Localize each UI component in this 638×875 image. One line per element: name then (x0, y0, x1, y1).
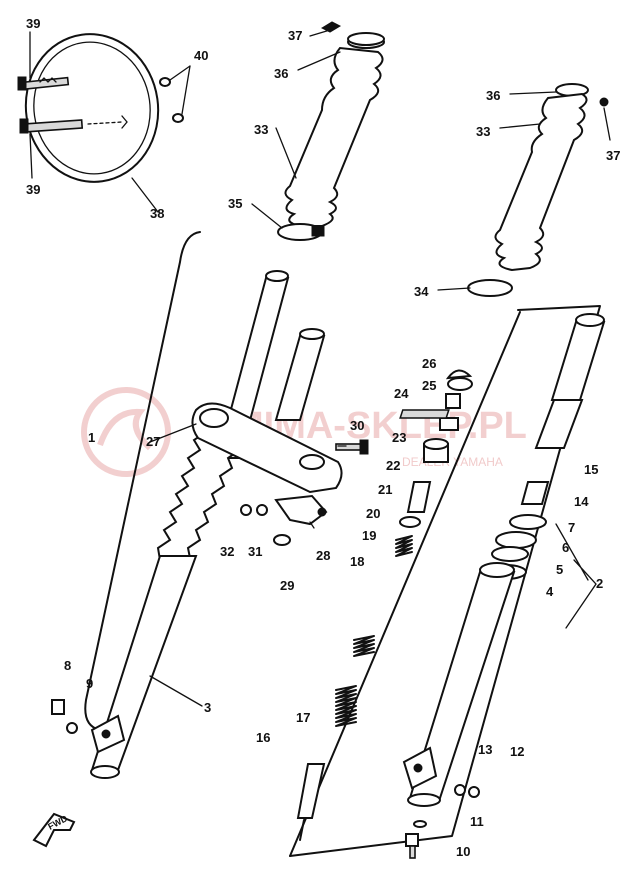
fork-boot-left-group (251, 21, 385, 241)
callout-36-left: 36 (274, 66, 288, 81)
callout-33-left: 33 (254, 122, 268, 137)
callout-39-top: 39 (26, 16, 40, 31)
damper-rod (296, 763, 326, 819)
callout-3: 3 (204, 700, 211, 715)
callout-20: 20 (366, 506, 380, 521)
inner-tube-right (550, 321, 606, 401)
cap-bolt-26 (445, 369, 473, 380)
front-direction-marker: FWD (32, 812, 76, 848)
watermark-subtitle: DEALER YAMAHA (402, 455, 503, 469)
callout-6: 6 (562, 540, 569, 555)
callout-40: 40 (194, 48, 208, 63)
fork-boot-right-group (437, 83, 611, 297)
callout-35: 35 (228, 196, 242, 211)
fork-spring (335, 635, 375, 727)
callout-34: 34 (414, 284, 429, 299)
callout-16: 16 (256, 730, 270, 745)
clip-5 (491, 546, 529, 562)
gasket-11 (413, 820, 427, 828)
left-fork-assembly (51, 231, 369, 779)
rim-nut-upper (159, 77, 171, 87)
damper-spring (395, 535, 413, 557)
callout-13: 13 (478, 742, 492, 757)
bracket-2 (555, 523, 597, 629)
callout-8: 8 (64, 658, 71, 673)
front-arrow (32, 812, 76, 848)
callout-21: 21 (378, 482, 392, 497)
callout-38: 38 (150, 206, 164, 221)
washer-6 (495, 531, 537, 549)
assembly-bracket-line (84, 231, 201, 731)
callout-10: 10 (456, 844, 470, 859)
callout-12: 12 (510, 744, 524, 759)
drain-screw-8 (51, 699, 65, 715)
callout-18: 18 (350, 554, 364, 569)
callout-28: 28 (316, 548, 330, 563)
oil-seal-7 (509, 514, 547, 530)
bolt-10 (405, 833, 419, 859)
rim-nut-lower (172, 113, 184, 123)
callout-5: 5 (556, 562, 563, 577)
callout-14: 14 (574, 494, 589, 509)
washer-19 (399, 516, 421, 528)
callout-37-left: 37 (288, 28, 302, 43)
rim-screw-lower (19, 115, 128, 134)
callout-29: 29 (280, 578, 294, 593)
fork-boot-right (494, 92, 588, 272)
callout-15: 15 (584, 462, 598, 477)
callout-9: 9 (86, 676, 93, 691)
callout-30: 30 (350, 418, 364, 433)
gasket-9 (66, 722, 78, 734)
callout-27: 27 (146, 434, 160, 449)
watermark-logo-ring (81, 387, 171, 477)
callout-39-bottom: 39 (26, 182, 40, 197)
callout-25: 25 (422, 378, 436, 393)
callout-37-right: 37 (606, 148, 620, 163)
callout-36-right: 36 (486, 88, 500, 103)
watermark-logo-mark (97, 408, 153, 451)
callout-26: 26 (422, 356, 436, 371)
dust-seal-15 (534, 399, 584, 449)
washer-13 (454, 784, 466, 796)
callout-32: 32 (220, 544, 234, 559)
seat-21 (406, 481, 432, 513)
cable-guide (273, 494, 328, 546)
right-fork-tubes (399, 313, 606, 859)
headlight-rim-group (17, 31, 191, 213)
callout-7: 7 (568, 520, 575, 535)
callout-2: 2 (596, 576, 603, 591)
bracket-bolt (335, 439, 369, 455)
headlight-rim (24, 33, 160, 183)
callout-31: 31 (248, 544, 262, 559)
callout-22: 22 (386, 458, 400, 473)
bushing-14 (520, 481, 550, 505)
callout-33-right: 33 (476, 124, 490, 139)
bolt-32 (240, 504, 252, 516)
rim-screw-upper (17, 76, 70, 91)
boot-clamp-right (467, 279, 513, 297)
callout-1: 1 (88, 430, 95, 445)
callout-labels: 1 2 3 4 5 6 7 8 9 10 11 12 13 14 15 16 1… (26, 16, 620, 859)
nut-12 (468, 786, 480, 798)
headlight-rim-inner (33, 41, 151, 175)
callout-23: 23 (392, 430, 406, 445)
callout-17: 17 (296, 710, 310, 725)
callout-11: 11 (470, 814, 484, 829)
fork-boot-left (284, 46, 384, 227)
washer-31 (256, 504, 268, 516)
callout-24: 24 (394, 386, 409, 401)
callout-4: 4 (546, 584, 554, 599)
callout-19: 19 (362, 528, 376, 543)
